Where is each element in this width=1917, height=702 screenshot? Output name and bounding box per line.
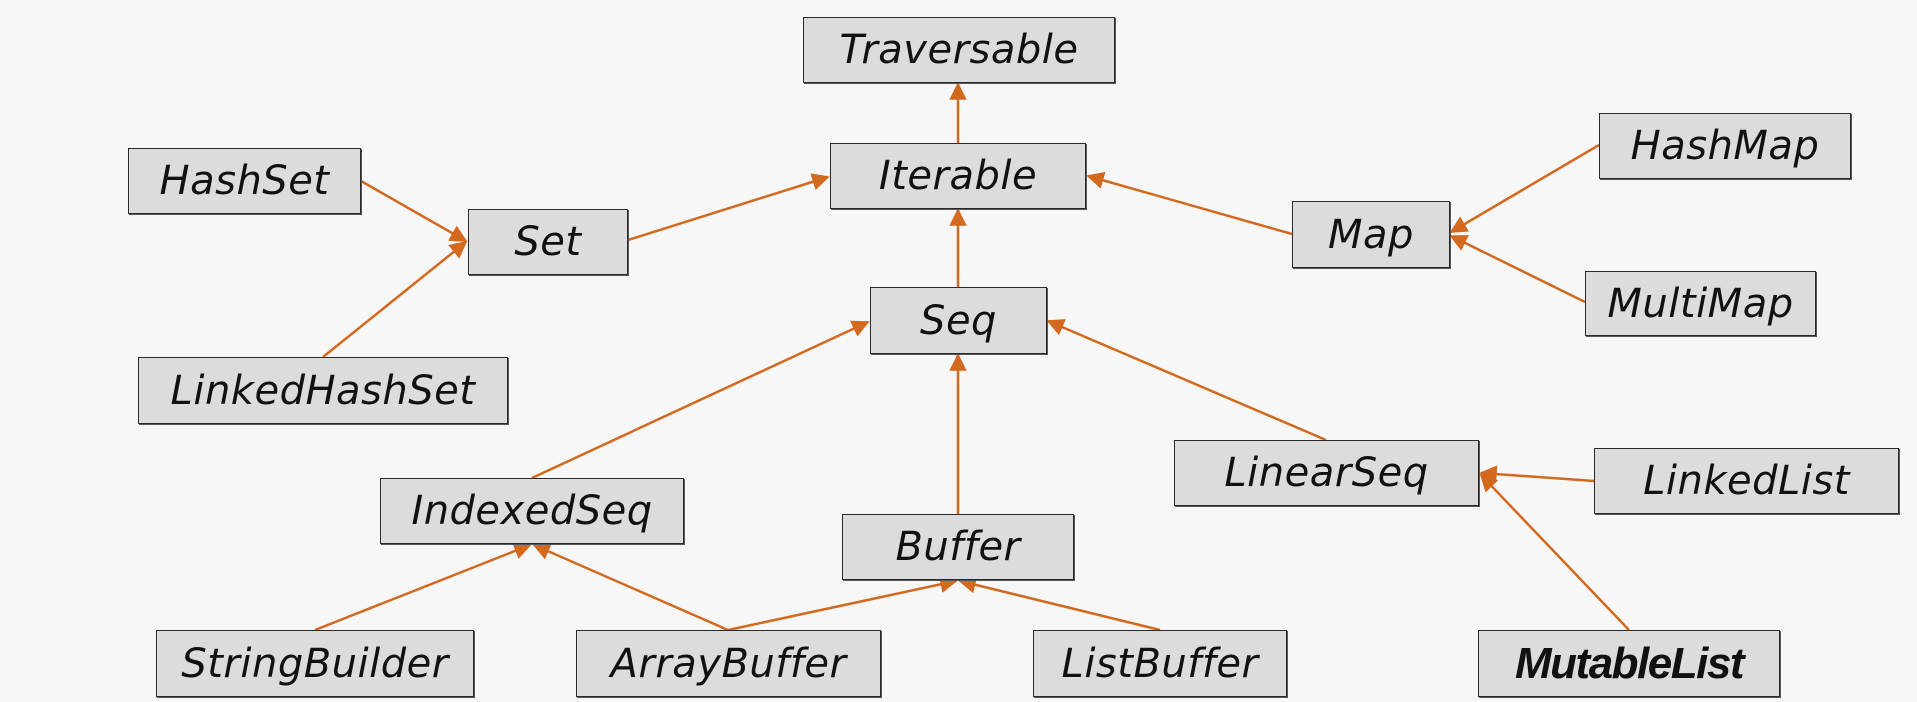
edge-listbuffer-to-buffer [958,576,1161,632]
node-traversable: Traversable [803,17,1115,83]
node-indexedseq: IndexedSeq [380,478,684,544]
edge-set-to-iterable [627,173,830,242]
edge-mutablelist-to-linearseq [1479,473,1630,631]
node-listbuffer: ListBuffer [1033,630,1287,697]
edge-hashmap-to-map [1449,143,1600,234]
node-hashmap: HashMap [1599,113,1851,179]
edge-arraybuffer-to-indexedseq [532,543,729,632]
node-iterable: Iterable [830,143,1086,209]
edge-map-to-iterable [1086,171,1293,236]
node-seq: Seq [870,287,1047,354]
edge-indexedseq-to-seq [531,320,870,480]
edge-linkedhashset-to-set [322,240,468,358]
edge-hashset-to-set [360,179,468,243]
node-hashset: HashSet [128,148,361,214]
node-map: Map [1292,201,1450,268]
node-multimap: MultiMap [1585,271,1816,336]
node-linkedhashset: LinkedHashSet [138,357,508,424]
edge-arraybuffer-to-buffer [727,575,958,632]
node-arraybuffer: ArrayBuffer [576,630,881,697]
edge-stringbuilder-to-indexedseq [314,542,532,632]
node-set: Set [468,209,628,275]
node-mutablelist: MutableList [1478,630,1780,697]
node-linearseq: LinearSeq [1174,440,1479,506]
node-stringbuilder: StringBuilder [156,630,474,697]
node-linkedlist: LinkedList [1594,448,1899,514]
edge-linearseq-to-seq [1046,319,1327,442]
edge-linkedlist-to-linearseq [1479,465,1595,483]
edge-multimap-to-map [1449,234,1586,304]
node-buffer: Buffer [842,514,1074,580]
